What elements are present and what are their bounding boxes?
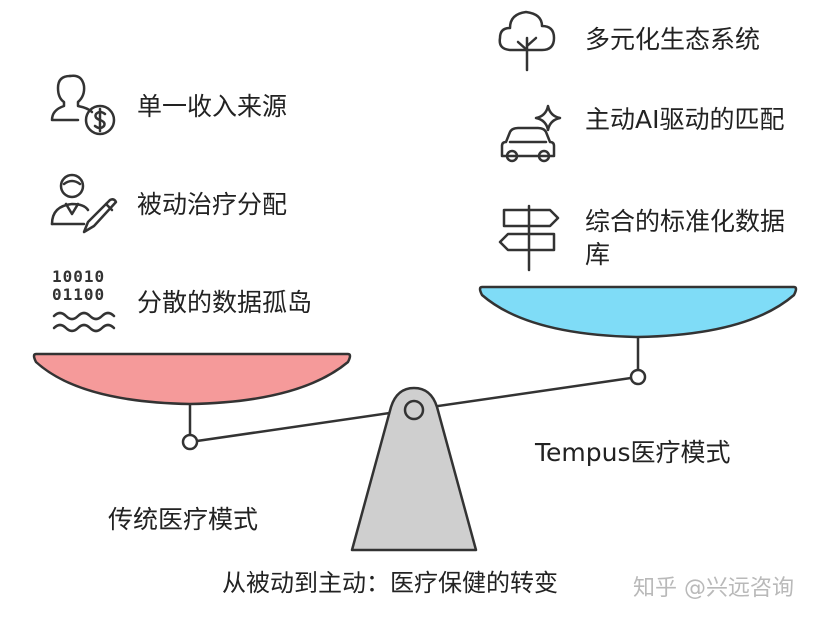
right-item-3-label: 综合的标准化数据库 — [585, 207, 786, 269]
left-item-3-label: 分散的数据孤岛 — [137, 288, 313, 317]
right-item-2-label: 主动AI驱动的匹配 — [585, 105, 785, 134]
left-item-2-label: 被动治疗分配 — [137, 190, 288, 219]
car-sparkle-icon — [500, 104, 562, 163]
left-side-title: 传统医疗模式 — [108, 505, 259, 534]
left-pan — [32, 352, 352, 406]
right-beam-joint — [629, 368, 647, 386]
left-beam-joint — [181, 433, 199, 451]
binary-line-1: 10010 — [52, 267, 106, 286]
right-side-title: Tempus医疗模式 — [535, 438, 731, 467]
right-pan — [478, 285, 798, 339]
left-item-1-label: 单一收入来源 — [137, 92, 288, 121]
binary-line-2: 01100 — [52, 285, 106, 304]
right-item-1-label: 多元化生态系统 — [585, 25, 761, 54]
signpost-icon — [498, 204, 560, 272]
fulcrum — [350, 386, 478, 552]
diagram-caption: 从被动到主动：医疗保健的转变 — [222, 569, 558, 597]
watermark: 知乎 @兴远咨询 — [633, 576, 794, 601]
person-pencil-icon — [50, 173, 118, 234]
fulcrum-pivot — [403, 399, 425, 421]
binary-data-icon: 10010 01100 — [52, 268, 122, 338]
tree-icon — [498, 10, 556, 72]
person-dollar-icon — [50, 74, 116, 136]
wave-icon — [52, 311, 116, 333]
